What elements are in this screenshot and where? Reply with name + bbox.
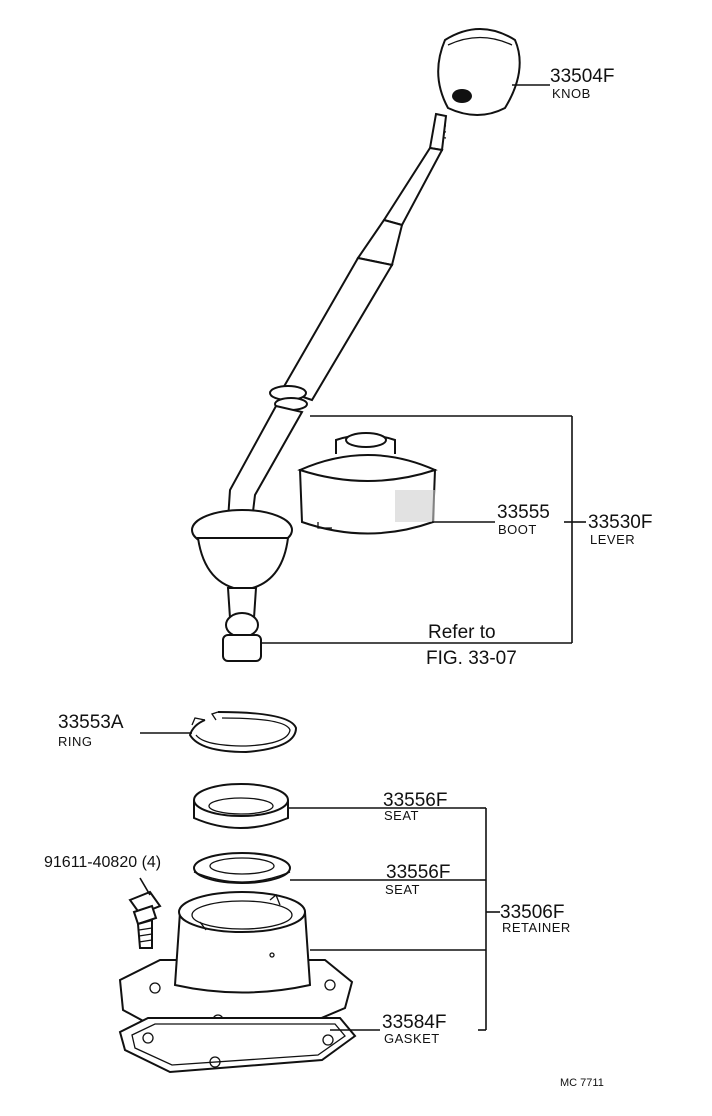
- gasket-part: [118, 1017, 357, 1074]
- gasket-label: GASKET: [384, 1031, 440, 1046]
- figure-code: MC 7711: [560, 1077, 604, 1089]
- gasket-part-number: 33584F: [382, 1012, 446, 1033]
- leader-lines: [139, 84, 586, 1031]
- seat-lower-part-number: 33556F: [386, 862, 450, 883]
- retainer-part: [118, 891, 354, 1032]
- boot-part-number: 33555: [497, 502, 550, 523]
- boot-part: [297, 432, 438, 535]
- retainer-part-number: 33506F: [500, 902, 564, 923]
- knob-part: [437, 28, 521, 116]
- lever-part-number: 33530F: [588, 512, 652, 533]
- figure-reference-text: FIG. 33-07: [426, 648, 517, 669]
- lever-label: LEVER: [590, 532, 635, 547]
- seat-upper-part: [193, 783, 289, 829]
- bolt-part: [128, 890, 162, 949]
- retainer-label: RETAINER: [502, 920, 571, 935]
- seat-upper-label: SEAT: [384, 808, 419, 823]
- knob-label: KNOB: [552, 86, 591, 101]
- seat-lower-label: SEAT: [385, 882, 420, 897]
- ring-label: RING: [58, 734, 93, 749]
- refer-to-text: Refer to: [428, 622, 496, 643]
- ring-part-number: 33553A: [58, 712, 124, 733]
- seat-lower-part: [193, 852, 291, 884]
- boot-label: BOOT: [498, 522, 537, 537]
- seat-upper-part-number: 33556F: [383, 790, 447, 811]
- shift-lever-part: [191, 112, 448, 662]
- knob-part-number: 33504F: [550, 66, 614, 87]
- bolt-part-number: 91611-40820 (4): [44, 854, 161, 871]
- ring-part: [188, 711, 298, 754]
